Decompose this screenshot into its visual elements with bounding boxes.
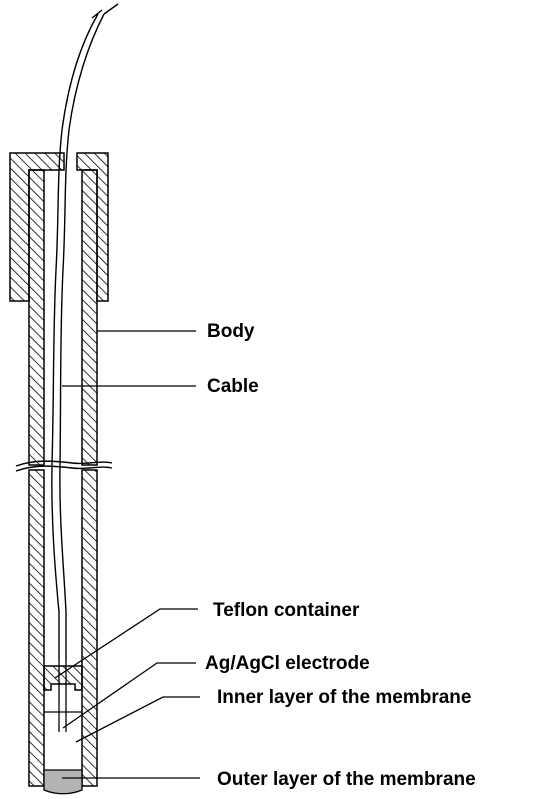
body-right-wall-upper — [81, 169, 98, 466]
teflon-container — [43, 665, 83, 691]
break-line-lower — [15, 465, 113, 472]
break-line-upper — [15, 460, 113, 467]
body-left-wall-upper — [28, 169, 45, 466]
label-cable: Cable — [207, 376, 259, 397]
label-inner-membrane: Inner layer of the membrane — [217, 687, 472, 708]
leader-teflon — [54, 608, 198, 679]
agagcl-electrode — [58, 660, 67, 732]
label-body: Body — [207, 321, 255, 342]
body-left-wall-lower — [28, 469, 45, 787]
leader-lines — [54, 330, 200, 779]
outer-membrane-layer — [43, 769, 83, 795]
body-right-wall-lower — [81, 469, 98, 787]
leader-agagcl — [62, 662, 196, 729]
break-lines — [15, 460, 113, 472]
leader-inner-membrane — [75, 696, 200, 743]
label-outer-membrane: Outer layer of the membrane — [217, 769, 476, 790]
cable-strand-right — [59, 13, 105, 660]
cable-frayed-end — [91, 3, 119, 19]
cable-strand-left — [51, 13, 99, 660]
label-teflon-container: Teflon container — [213, 600, 360, 621]
cable — [51, 3, 119, 660]
label-agagcl-electrode: Ag/AgCl electrode — [205, 653, 370, 674]
